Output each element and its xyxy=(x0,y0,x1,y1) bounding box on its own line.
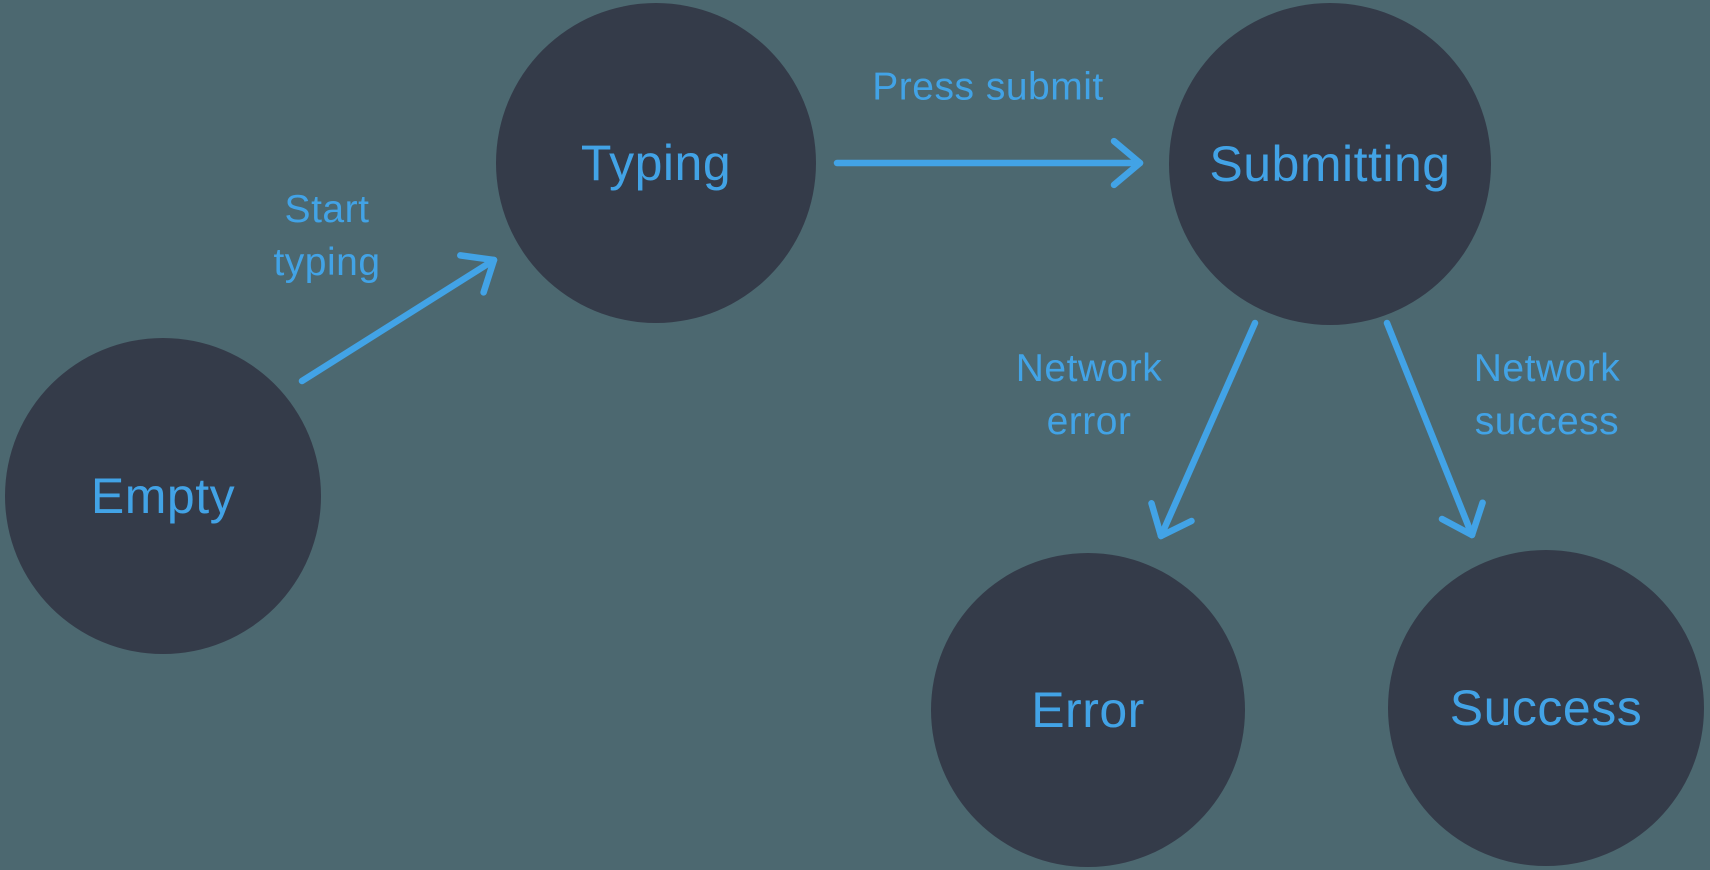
arrowhead-network-success xyxy=(1438,499,1486,539)
state-node-empty: Empty xyxy=(5,338,321,654)
state-node-error: Error xyxy=(931,553,1245,867)
arrowhead-press-submit xyxy=(1110,137,1144,189)
edge-label-start-typing: Start typing xyxy=(273,188,381,284)
edge-label-network-success: Network success xyxy=(1473,347,1621,443)
state-node-label-success: Success xyxy=(1449,680,1643,736)
state-node-label-submitting: Submitting xyxy=(1209,136,1451,192)
edge-label-press-submit: Press submit xyxy=(872,65,1104,109)
state-node-label-error: Error xyxy=(1031,682,1145,738)
state-node-label-empty: Empty xyxy=(90,468,236,524)
state-node-typing: Typing xyxy=(496,3,816,323)
state-node-submitting: Submitting xyxy=(1169,3,1491,325)
arrow-line-network-success xyxy=(1383,319,1476,539)
arrowhead-start-typing xyxy=(457,252,498,296)
arrowhead-network-error xyxy=(1148,500,1195,540)
arrow-line-start-typing xyxy=(298,256,498,385)
arrow-line-network-error xyxy=(1157,319,1259,540)
state-node-label-typing: Typing xyxy=(580,135,732,191)
state-node-success: Success xyxy=(1388,550,1704,866)
edge-label-network-error: Network error xyxy=(1015,347,1163,443)
